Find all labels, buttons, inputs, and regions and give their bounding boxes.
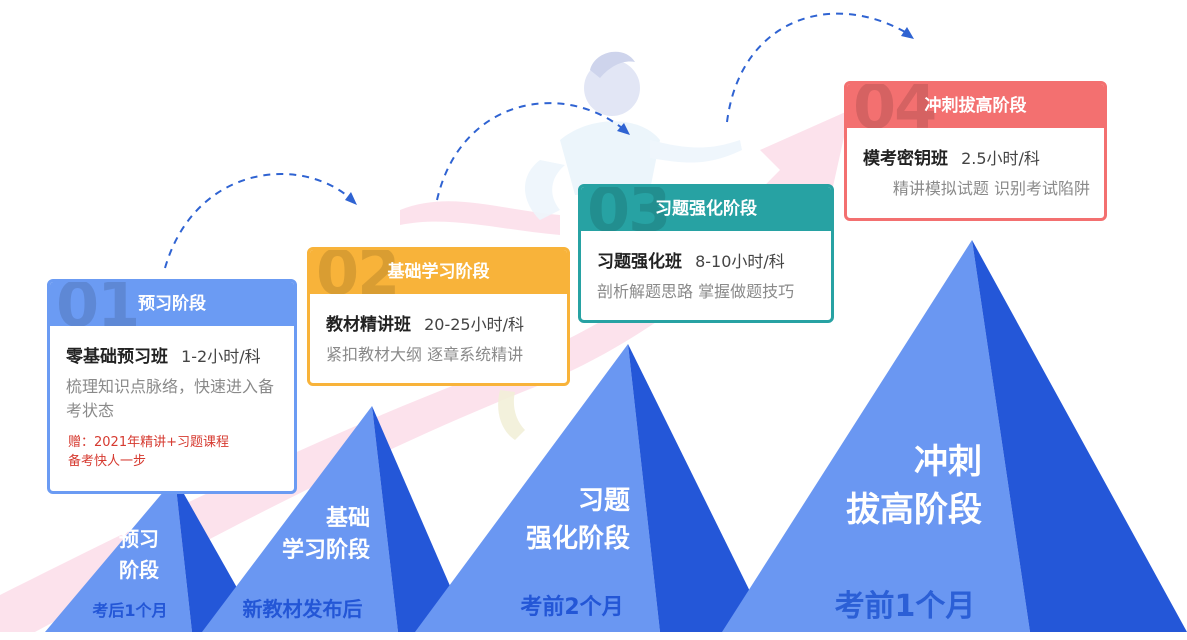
stage-card-2: 02 基础学习阶段 教材精讲班 20-25小时/科 紧扣教材大纲 逐章系统精讲 bbox=[307, 247, 570, 386]
course-hours: 8-10小时/科 bbox=[695, 252, 785, 271]
mountain-label-line: 习题 bbox=[577, 486, 630, 516]
mountain-label-line: 拔高阶段 bbox=[846, 490, 982, 530]
mountain-label-3: 习题 强化阶段 bbox=[490, 482, 630, 558]
stage-card-header: 03 习题强化阶段 bbox=[581, 187, 831, 231]
bonus-line-2: 备考快人一步 bbox=[68, 454, 147, 469]
stage-number: 01 bbox=[56, 282, 140, 326]
stage-number: 02 bbox=[316, 250, 400, 294]
mountain-label-line: 阶段 bbox=[119, 558, 159, 582]
mountain-label-1: 预习 阶段 bbox=[110, 524, 168, 586]
mountain-label-line: 强化阶段 bbox=[525, 524, 630, 554]
stage-number: 03 bbox=[587, 187, 671, 231]
stage-number: 04 bbox=[853, 84, 937, 128]
course-description: 紧扣教材大纲 逐章系统精讲 bbox=[326, 345, 524, 364]
course-name: 模考密钥班 bbox=[863, 149, 948, 169]
stage-card-3: 03 习题强化阶段 习题强化班 8-10小时/科 剖析解题思路 掌握做题技巧 bbox=[578, 184, 834, 323]
course-description: 精讲模拟试题 识别考试陷阱 bbox=[892, 179, 1090, 198]
mountain-label-line: 学习阶段 bbox=[281, 538, 370, 563]
mountain-label-line: 预习 bbox=[119, 527, 159, 551]
bonus-note: 赠：2021年精讲+习题课程 备考快人一步 bbox=[68, 433, 278, 471]
course-description: 梳理知识点脉络，快速进入备考状态 bbox=[66, 377, 275, 420]
stage-card-header: 04 冲刺拔高阶段 bbox=[847, 84, 1104, 128]
mountain-4-dark-face bbox=[972, 240, 1187, 632]
mountain-1-light-face bbox=[45, 478, 192, 632]
mountain-label-line: 基础 bbox=[325, 506, 370, 531]
course-description: 剖析解题思路 掌握做题技巧 bbox=[597, 282, 795, 301]
timeline-label-4: 考前1个月 bbox=[834, 589, 976, 624]
mountain-label-2: 基础 学习阶段 bbox=[260, 503, 370, 567]
runner-figure-icon bbox=[498, 51, 742, 440]
mountain-3-dark-face bbox=[628, 344, 770, 632]
stage-card-header: 01 预习阶段 bbox=[50, 282, 294, 326]
stage-title: 冲刺拔高阶段 bbox=[924, 96, 1027, 116]
stage-card-1: 01 预习阶段 零基础预习班 1-2小时/科 梳理知识点脉络，快速进入备考状态 … bbox=[47, 279, 297, 494]
bonus-line-1: 赠：2021年精讲+习题课程 bbox=[68, 435, 229, 450]
mountain-label-line: 冲刺 bbox=[914, 442, 982, 482]
course-hours: 20-25小时/科 bbox=[424, 315, 524, 334]
course-name: 习题强化班 bbox=[597, 252, 682, 272]
stage-card-4: 04 冲刺拔高阶段 模考密钥班 2.5小时/科 精讲模拟试题 识别考试陷阱 bbox=[844, 81, 1107, 221]
stage-card-header: 02 基础学习阶段 bbox=[310, 250, 567, 294]
timeline-label-1: 考后1个月 bbox=[92, 601, 168, 620]
stage-title: 预习阶段 bbox=[138, 294, 206, 314]
course-hours: 2.5小时/科 bbox=[961, 149, 1040, 168]
timeline-label-2: 新教材发布后 bbox=[242, 597, 363, 621]
mountain-3-light-face bbox=[415, 344, 660, 632]
timeline-label-3: 考前2个月 bbox=[520, 595, 624, 620]
mountain-4-light-face bbox=[722, 240, 1030, 632]
mountain-label-4: 冲刺 拔高阶段 bbox=[810, 438, 982, 534]
mountain-2-light-face bbox=[202, 406, 398, 632]
stage-title: 基础学习阶段 bbox=[387, 262, 490, 282]
course-name: 零基础预习班 bbox=[66, 347, 168, 367]
mountain-2-dark-face bbox=[372, 406, 470, 632]
pyramid-mountains bbox=[45, 240, 1187, 632]
course-hours: 1-2小时/科 bbox=[181, 347, 261, 366]
dashed-arrow-icon bbox=[164, 12, 906, 269]
stage-title: 习题强化阶段 bbox=[655, 199, 757, 219]
ribbon-arrow-icon bbox=[0, 110, 850, 640]
course-name: 教材精讲班 bbox=[326, 315, 411, 335]
